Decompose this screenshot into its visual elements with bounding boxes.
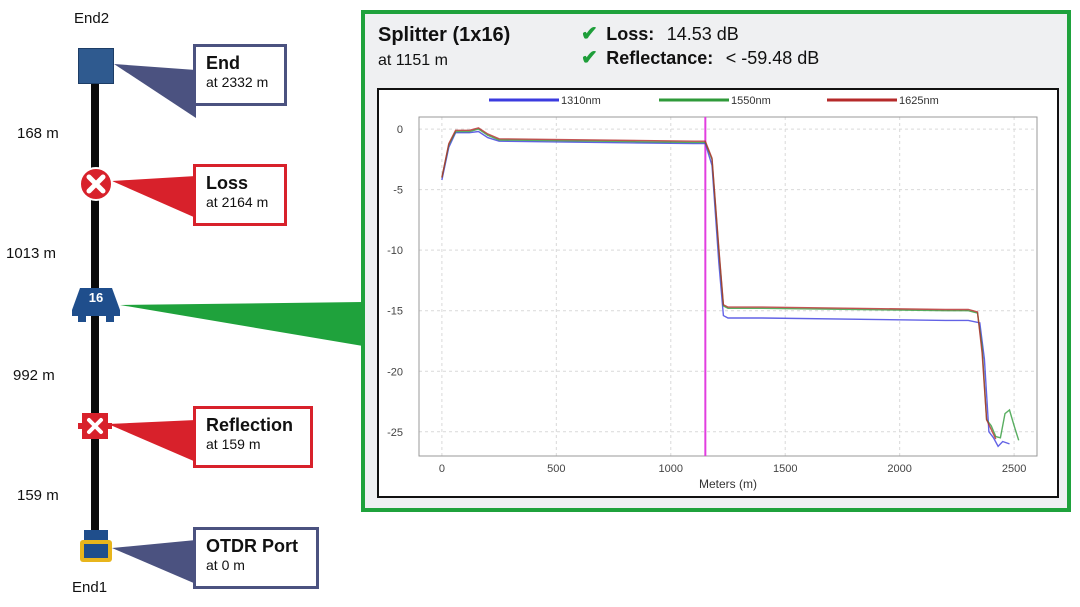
loss-row: ✔ Loss: 14.53 dB	[581, 21, 739, 46]
reflectance-label: Reflectance:	[606, 48, 714, 68]
plot-area-frame	[418, 116, 1038, 457]
reflection-icon[interactable]	[78, 409, 112, 448]
splitter-badge: 16	[88, 290, 104, 305]
event-title: End	[206, 53, 240, 73]
x-tick-label: 2000	[887, 463, 911, 475]
loss-x-icon[interactable]	[78, 166, 114, 207]
otdr-pointer	[112, 540, 196, 584]
check-icon: ✔	[581, 23, 598, 45]
distance-segment-3: 992 m	[13, 367, 55, 384]
event-location: at 2164 m	[206, 194, 269, 210]
event-location: at 159 m	[206, 436, 261, 452]
legend-label-1550nm: 1550nm	[731, 95, 771, 107]
reflectance-value: < -59.48 dB	[725, 48, 820, 68]
x-tick-label: 1500	[773, 463, 797, 475]
check-icon: ✔	[581, 47, 598, 69]
x-tick-label: 2500	[1002, 463, 1026, 475]
event-callout-loss[interactable]: Loss at 2164 m	[193, 164, 287, 226]
distance-segment-2: 1013 m	[6, 245, 57, 262]
y-tick-label: -20	[387, 366, 403, 378]
y-tick-label: -10	[387, 245, 403, 257]
legend-label-1310nm: 1310nm	[561, 95, 601, 107]
x-tick-label: 0	[439, 463, 445, 475]
event-location: at 2332 m	[206, 74, 269, 90]
distance-segment-4: 159 m	[17, 487, 59, 504]
event-callout-reflection[interactable]: Reflection at 159 m	[193, 406, 313, 468]
event-title: Reflection	[206, 415, 294, 435]
trace-plot-svg[interactable]: 0 500 1000 1500 2000 2500 0 -5 -10 -15 -20 -25Meter…	[379, 90, 1057, 496]
loss-label: Loss:	[606, 24, 655, 44]
event-callout-end[interactable]: End at 2332 m	[193, 44, 287, 106]
end-pointer	[114, 64, 196, 118]
loss-pointer	[112, 176, 196, 218]
detail-location: at 1151 m	[378, 52, 448, 69]
y-tick-label: -15	[387, 306, 403, 318]
x-tick-label: 1000	[659, 463, 683, 475]
y-tick-label: -25	[387, 427, 403, 439]
end1-label: End1	[72, 579, 108, 596]
event-callout-otdr-port[interactable]: OTDR Port at 0 m	[193, 527, 319, 589]
trace-1310nm	[441, 130, 1010, 448]
end-connector-icon[interactable]	[78, 48, 114, 84]
end2-label: End2	[74, 10, 110, 27]
reflectance-row: ✔ Reflectance: < -59.48 dB	[581, 45, 819, 70]
event-title: OTDR Port	[206, 536, 298, 556]
y-tick-label: 0	[397, 124, 403, 136]
detail-title: Splitter (1x16)	[378, 24, 511, 46]
splitter-icon[interactable]: 16	[70, 286, 122, 327]
distance-segment-1: 168 m	[17, 125, 59, 142]
event-title: Loss	[206, 173, 249, 193]
trace-1625nm	[441, 127, 997, 440]
loss-value: 14.53 dB	[666, 24, 739, 44]
y-tick-label: -5	[393, 185, 403, 197]
splitter-detail-panel: Splitter (1x16) at 1151 m ✔ Loss: 14.53 …	[361, 10, 1071, 512]
trace-1550nm	[441, 128, 1020, 441]
event-location: at 0 m	[206, 557, 245, 573]
otdr-port-icon[interactable]	[78, 530, 114, 569]
splitter-pointer	[120, 302, 363, 346]
x-axis-label: Meters (m)	[699, 477, 757, 491]
reflection-pointer	[108, 420, 196, 462]
x-tick-label: 500	[547, 463, 565, 475]
legend-label-1625nm: 1625nm	[899, 95, 939, 107]
